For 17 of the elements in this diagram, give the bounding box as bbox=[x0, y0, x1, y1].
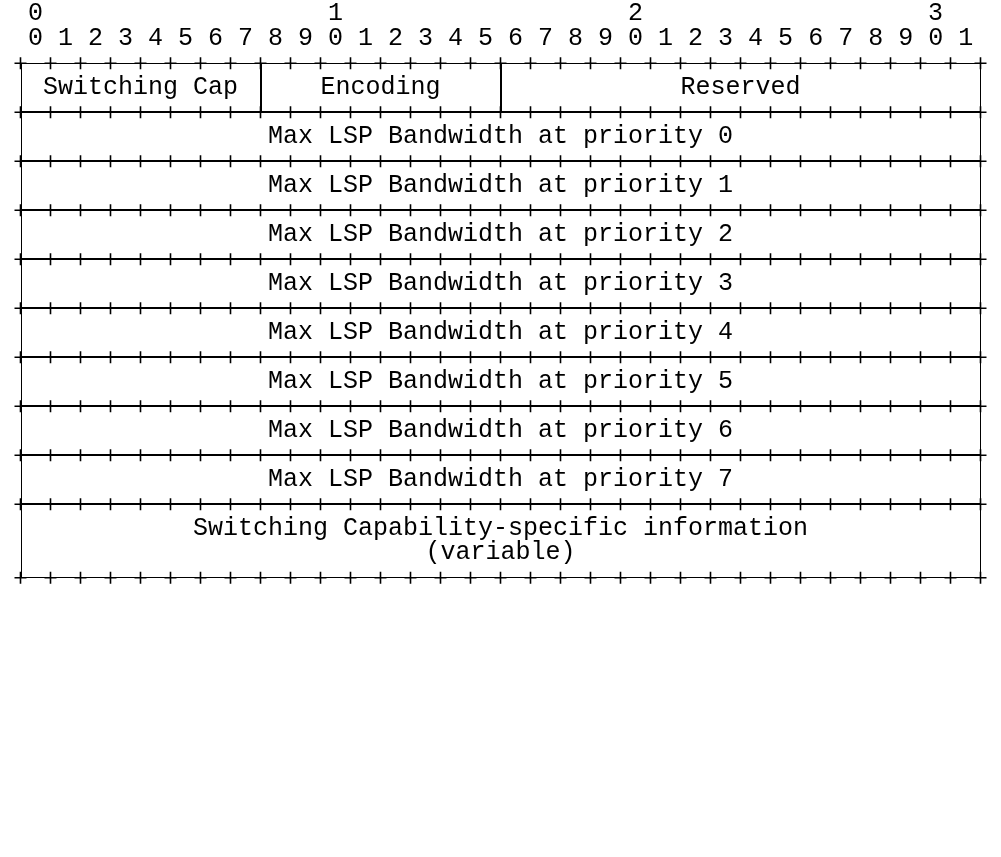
packet-field bbox=[20, 308, 981, 358]
packet-field bbox=[260, 63, 501, 113]
bit-position-numbers: 0 1 2 3 4 5 6 7 8 9 0 1 2 3 4 5 6 7 8 9 0 1 2 3 4 5 6 7 8 9 0 1 bbox=[28, 26, 974, 51]
packet-field bbox=[20, 357, 981, 407]
packet-field bbox=[20, 504, 981, 578]
packet-field bbox=[20, 161, 981, 211]
packet-field bbox=[20, 259, 981, 309]
packet-field bbox=[500, 63, 981, 113]
bit-decade-number: 2 bbox=[628, 2, 643, 27]
bit-decade-number: 3 bbox=[928, 2, 943, 27]
bit-decade-number: 1 bbox=[328, 2, 343, 27]
packet-field bbox=[20, 406, 981, 456]
bit-decade-number: 0 bbox=[28, 2, 43, 27]
packet-field bbox=[20, 455, 981, 505]
packet-field bbox=[20, 63, 261, 113]
packet-field bbox=[20, 210, 981, 260]
packet-field bbox=[20, 112, 981, 162]
